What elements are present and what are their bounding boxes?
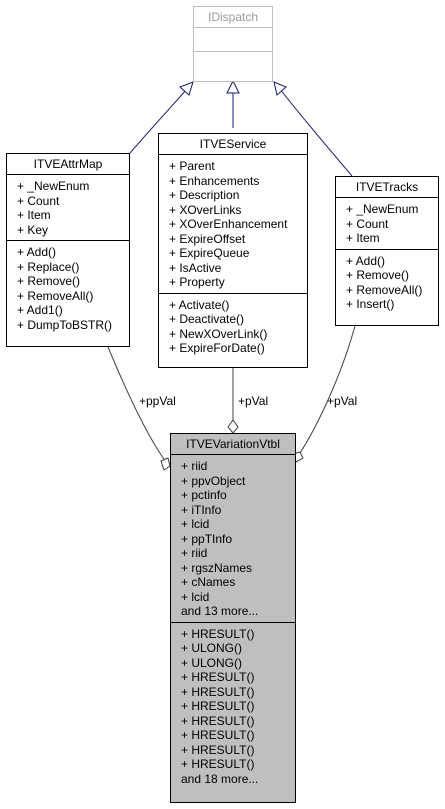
class-itveattrmap[interactable]: ITVEAttrMap + _NewEnum + Count + Item + …	[6, 153, 130, 347]
class-idispatch-attributes	[194, 28, 272, 52]
method: + DumpToBSTR()	[17, 317, 113, 332]
attribute: + XOverEnhancement	[169, 217, 288, 231]
class-itvevariationvtbl-attributes: + riid + ppvObject + pctinfo + iTInfo + …	[171, 455, 295, 623]
method: + ULONG()	[181, 655, 243, 670]
method: + HRESULT()	[181, 713, 255, 728]
attribute: + IsActive	[169, 260, 222, 275]
attribute: + cNames	[181, 575, 236, 589]
attribute: + _NewEnum	[17, 179, 90, 193]
method-more: and 18 more...	[181, 771, 259, 786]
class-idispatch-methods	[194, 52, 272, 75]
class-itveattrmap-methods: + Add() + Replace() + Remove() + RemoveA…	[7, 241, 129, 335]
method: + HRESULT()	[181, 728, 255, 742]
class-itvetracks[interactable]: ITVETracks + _NewEnum + Count + Item + A…	[335, 176, 439, 326]
attribute: + riid	[181, 459, 208, 473]
attribute: + Count	[346, 216, 389, 231]
attribute: + Property	[169, 275, 225, 289]
edge-label-tracks: +pVal	[327, 394, 358, 408]
method: + Remove()	[346, 268, 410, 282]
edge-label-service: +pVal	[238, 394, 269, 408]
attribute: + lcid	[181, 589, 210, 604]
attribute: + Item	[346, 231, 380, 245]
assoc-edge-tracks	[299, 325, 356, 454]
attribute: + pctinfo	[181, 488, 227, 502]
class-itveattrmap-attributes: + _NewEnum + Count + Item + Key	[7, 175, 129, 241]
attribute: + lcid	[181, 517, 210, 531]
method: + HRESULT()	[181, 670, 255, 684]
inherit-edge-attrmap	[129, 88, 188, 154]
inherit-arrow-service	[226, 79, 240, 94]
class-itveservice[interactable]: ITVEService + Parent + Enhancements + De…	[158, 133, 308, 368]
method: + Insert()	[346, 297, 395, 311]
method: + RemoveAll()	[346, 282, 423, 297]
assoc-diamond-service	[227, 419, 239, 434]
class-idispatch-title: IDispatch	[194, 7, 272, 28]
attribute: + Enhancements	[169, 173, 260, 188]
attribute: + riid	[181, 546, 208, 560]
attribute: + Parent	[169, 159, 215, 173]
class-itvevariationvtbl-title: ITVEVariationVtbl	[171, 434, 295, 455]
inherit-edge-tracks	[279, 88, 353, 177]
attribute-more: and 13 more...	[181, 604, 259, 618]
method: + Add()	[346, 253, 386, 268]
attribute: + ExpireOffset	[169, 231, 246, 246]
method: + ExpireForDate()	[169, 341, 265, 355]
method: + HRESULT()	[181, 684, 255, 699]
attribute: + _NewEnum	[346, 202, 419, 216]
class-itvetracks-title: ITVETracks	[336, 177, 438, 198]
class-itveattrmap-title: ITVEAttrMap	[7, 154, 129, 175]
attribute: + Description	[169, 188, 240, 202]
class-itveservice-methods: + Activate() + Deactivate() + NewXOverLi…	[159, 294, 307, 359]
method: + HRESULT()	[181, 626, 255, 641]
attribute: + Count	[17, 193, 60, 208]
class-itvevariationvtbl-methods: + HRESULT() + ULONG() + ULONG() + HRESUL…	[171, 623, 295, 790]
class-itveservice-title: ITVEService	[159, 134, 307, 155]
attribute: + ExpireQueue	[169, 246, 250, 260]
edge-label-attrmap: +ppVal	[139, 394, 176, 408]
attribute: + rgszNames	[181, 560, 253, 575]
class-itvetracks-attributes: + _NewEnum + Count + Item	[336, 198, 438, 250]
method: + NewXOverLink()	[169, 326, 268, 341]
attribute: + ppTInfo	[181, 531, 233, 546]
class-itvetracks-methods: + Add() + Remove() + RemoveAll() + Inser…	[336, 250, 438, 315]
method: + ULONG()	[181, 641, 243, 655]
class-itveservice-attributes: + Parent + Enhancements + Description + …	[159, 155, 307, 294]
inherit-arrow-tracks	[273, 81, 287, 96]
method: + Replace()	[17, 259, 80, 274]
inherit-arrow-attrmap	[179, 81, 194, 96]
method: + Remove()	[17, 274, 81, 288]
method: + Activate()	[169, 297, 230, 312]
attribute: + Item	[17, 208, 51, 222]
attribute: + Key	[17, 222, 49, 237]
method: + HRESULT()	[181, 742, 255, 757]
method: + Add1()	[17, 303, 63, 317]
class-itvevariationvtbl[interactable]: ITVEVariationVtbl + riid + ppvObject + p…	[170, 433, 296, 803]
method: + Add()	[17, 245, 57, 259]
method: + Deactivate()	[169, 312, 245, 326]
attribute: + XOverLinks	[169, 202, 242, 217]
method: + RemoveAll()	[17, 288, 94, 303]
class-idispatch[interactable]: IDispatch	[193, 6, 273, 82]
assoc-edge-attrmap	[107, 346, 167, 463]
method: + HRESULT()	[181, 757, 255, 771]
assoc-diamond-attrmap	[160, 457, 171, 471]
attribute: + iTInfo	[181, 502, 222, 517]
method: + HRESULT()	[181, 699, 255, 713]
attribute: + ppvObject	[181, 473, 246, 488]
